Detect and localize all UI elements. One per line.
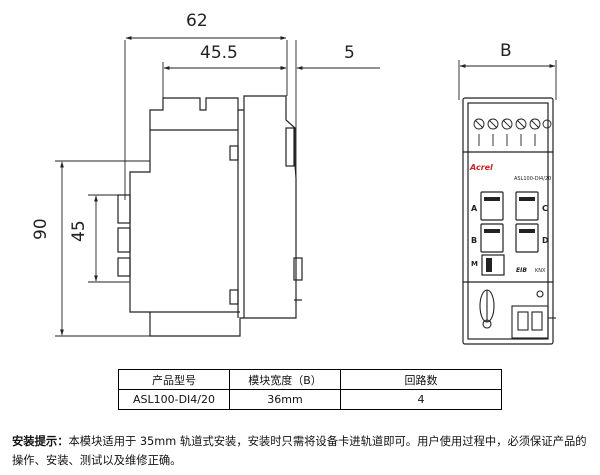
technical-drawing: 62 45.5 5 90 45 B [31,11,557,345]
eib-mark: EIB [516,267,527,274]
dim-b-label: B [500,41,512,61]
header-model: 产品型号 [118,369,230,390]
dim-90-label: 90 [31,218,51,240]
front-view: B Acrel ASL100-DI4/20 [458,41,557,345]
button-d[interactable] [515,223,539,253]
button-b-label: B [471,236,477,245]
header-module-width: 模块宽度（B） [229,369,341,390]
brand-logo: Acrel [469,163,493,172]
dim-height-front: 45 [69,194,130,283]
table-row: ASL100-DI4/20 36mm 4 [118,389,502,410]
knx-mark: KNX [535,268,546,274]
button-d-label: D [542,236,549,245]
mode-button-label: M [471,260,478,268]
header-circuits: 回路数 [340,369,502,390]
dim-45-label: 45 [69,220,89,242]
terminal-block [473,118,552,146]
dim-width-total: 62 [124,11,288,200]
note-label: 安装提示： [12,435,69,448]
button-a-label: A [471,204,478,213]
model-label: ASL100-DI4/20 [514,176,551,182]
table-header-row: 产品型号 模块宽度（B） 回路数 [118,369,502,390]
dim-module-width: B [458,41,557,100]
dim-rail-offset: 5 [260,40,380,178]
spec-table: 产品型号 模块宽度（B） 回路数 ASL100-DI4/20 36mm 4 [118,369,502,410]
bus-connector [511,305,549,339]
mode-button[interactable] [481,254,505,276]
side-view [117,95,303,337]
cell-model: ASL100-DI4/20 [118,389,230,410]
button-a[interactable] [480,191,504,221]
dim-62-label: 62 [186,11,208,31]
dim-height-total: 90 [31,160,150,337]
dim-45-5-label: 45.5 [200,43,238,63]
button-c-label: C [542,204,548,213]
button-b[interactable] [480,223,504,253]
button-c[interactable] [515,191,539,221]
dim-5-label: 5 [344,43,355,63]
cell-circuits: 4 [340,389,502,410]
installation-note: 安装提示：本模块适用于 35mm 轨道式安装，安装时只需将设备卡进轨道即可。用户… [12,432,594,470]
dim-depth-body: 45.5 [162,43,287,98]
note-text: 本模块适用于 35mm 轨道式安装，安装时只需将设备卡进轨道即可。用户使用过程中… [12,435,587,467]
cell-module-width: 36mm [229,389,341,410]
